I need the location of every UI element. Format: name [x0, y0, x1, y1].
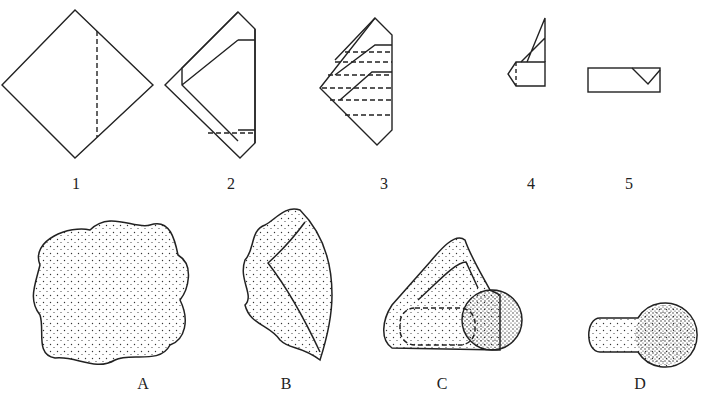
folded-sheet — [165, 12, 255, 158]
fold-flap — [521, 18, 545, 62]
step-number: 2 — [227, 176, 235, 192]
folded-roll — [508, 62, 545, 86]
fold-edge — [268, 222, 320, 352]
roll-end — [635, 305, 695, 365]
stage-letter: B — [281, 376, 292, 392]
stage-letter: D — [634, 376, 646, 392]
square-sheet — [2, 10, 153, 158]
folded-sheet — [320, 18, 392, 145]
fold-flap — [632, 68, 660, 84]
stage-letter: A — [137, 376, 149, 392]
step-number: 3 — [380, 176, 388, 192]
step-number: 5 — [625, 176, 633, 192]
roll-end — [462, 290, 522, 350]
fold-line — [515, 62, 516, 86]
dough-sheet — [33, 221, 188, 364]
finished-roll — [589, 303, 697, 367]
fold-line — [96, 31, 97, 137]
folded-dough — [243, 209, 332, 360]
fold-line — [322, 52, 392, 115]
fold-edge — [418, 262, 478, 300]
fold-edge — [238, 40, 255, 130]
stage-letter: C — [437, 376, 448, 392]
fold-line — [208, 132, 255, 133]
step-number: 4 — [527, 176, 535, 192]
step-number: 1 — [72, 176, 80, 192]
folded-roll — [588, 68, 660, 92]
fold-edge — [182, 12, 255, 143]
